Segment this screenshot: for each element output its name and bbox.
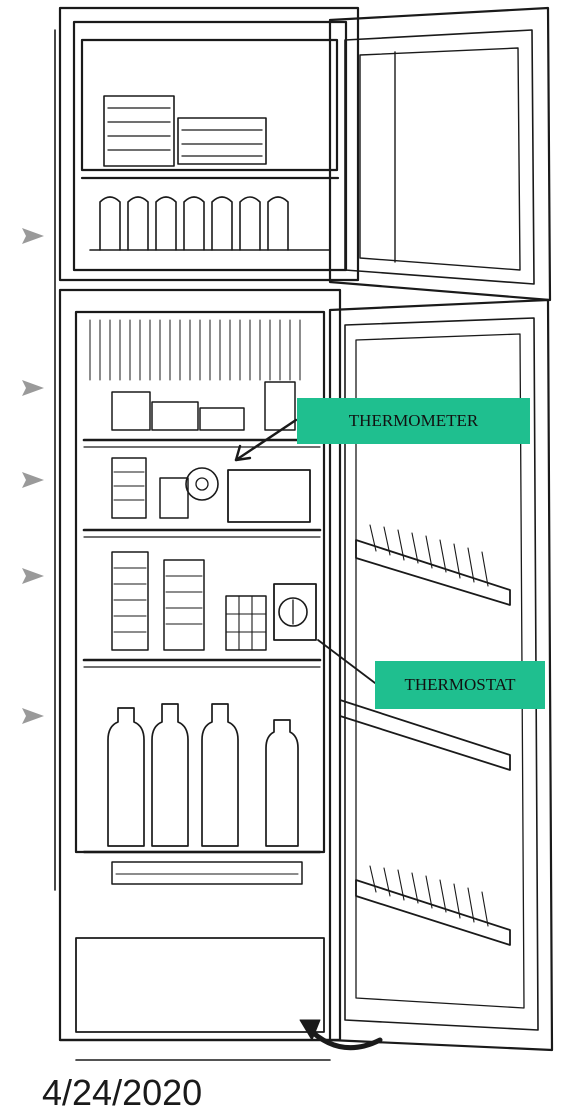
door-swing-arrow-icon — [308, 1028, 380, 1048]
date-stamp: 4/24/2020 — [42, 1075, 202, 1111]
thermostat-label: THERMOSTAT — [375, 661, 545, 709]
thermometer-label: THERMOMETER — [297, 398, 530, 444]
freezer-compartment — [60, 8, 358, 280]
side-arrow-icon — [22, 228, 44, 244]
thermostat-pointer-line — [318, 640, 375, 683]
side-arrow-icon — [22, 380, 44, 396]
side-arrow-icon — [22, 568, 44, 584]
side-arrow-icon — [22, 708, 44, 724]
freezer-door — [330, 8, 550, 300]
side-arrow-icon — [22, 472, 44, 488]
